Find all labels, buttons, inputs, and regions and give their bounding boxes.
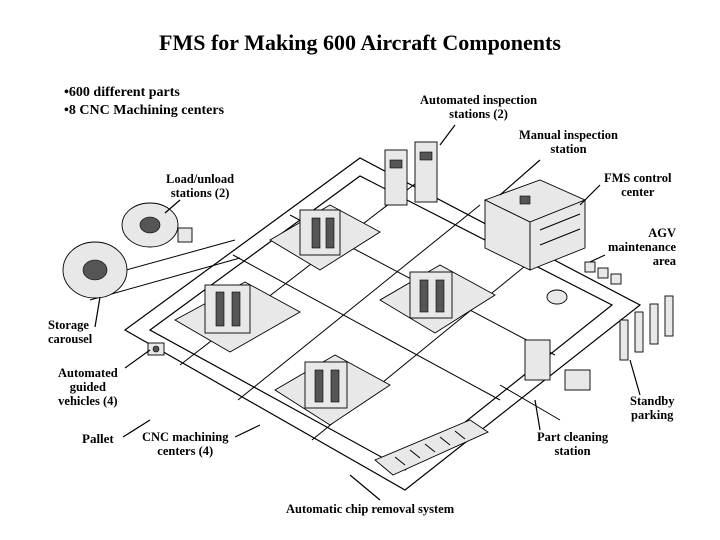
label-cnc-machining-centers: CNC machining centers (4) [142, 430, 229, 458]
cnc-machining-center-group [174, 204, 496, 426]
automated-inspection-stations [384, 141, 438, 206]
label-load-unload-stations: Load/unload stations (2) [166, 172, 235, 200]
agv-vehicle [147, 342, 165, 356]
cnc-machining-center [274, 354, 391, 426]
leader-lines [94, 124, 641, 501]
cnc-machining-center [174, 281, 301, 353]
cnc-machining-center [379, 264, 496, 334]
label-part-cleaning-station: Part cleaning station [537, 430, 609, 458]
chip-removal-conveyor [374, 419, 489, 476]
label-automated-guided-vehicles: Automated guided vehicles (4) [58, 366, 118, 408]
bullet-machining-centers: •8 CNC Machining centers [64, 103, 225, 118]
label-automated-inspection-stations: Automated inspection stations (2) [420, 93, 538, 121]
standby-parking [619, 295, 674, 361]
fms-control-center-building [483, 179, 587, 271]
diagram-title: FMS for Making 600 Aircraft Components [159, 30, 561, 55]
feature-bullets: •600 different parts •8 CNC Machining ce… [64, 84, 224, 120]
label-pallet: Pallet [82, 431, 114, 446]
bullet-parts: •600 different parts [64, 85, 180, 100]
cnc-machining-center [269, 204, 381, 271]
storage-carousel [62, 241, 128, 299]
label-standby-parking: Standby parking [630, 394, 675, 422]
label-manual-inspection-station: Manual inspection station [519, 128, 618, 156]
label-storage-carousel: Storage carousel [48, 318, 93, 346]
label-agv-maintenance-area: AGV maintenance area [608, 226, 677, 268]
label-fms-control-center: FMS control center [604, 171, 672, 199]
part-cleaning-station [499, 339, 591, 421]
label-automatic-chip-removal-system: Automatic chip removal system [286, 502, 455, 516]
agv-maintenance-area [546, 261, 622, 305]
load-unload-stations [121, 202, 193, 248]
